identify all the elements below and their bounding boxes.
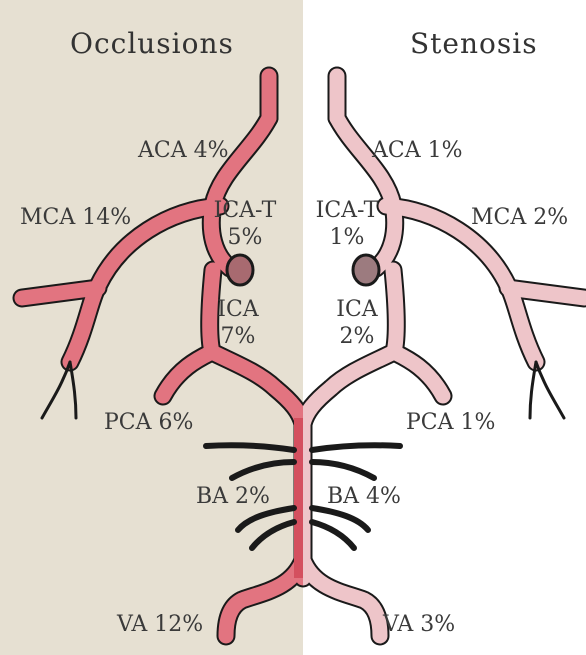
occlusion-ica-value: 7%: [203, 323, 273, 350]
occlusion-ica-name: ICA: [203, 296, 273, 323]
stenosis-ica-t-name: ICA-T: [307, 197, 387, 224]
occlusion-ica-t-name: ICA-T: [205, 197, 285, 224]
stenosis-ica-label: ICA 2%: [322, 296, 392, 350]
occlusion-pca-label: PCA 6%: [104, 409, 193, 436]
stenosis-ica-t-label: ICA-T 1%: [307, 197, 387, 251]
occlusion-mca-label: MCA 14%: [20, 204, 131, 231]
stenosis-ica-value: 2%: [322, 323, 392, 350]
stenosis-mca-label: MCA 2%: [471, 204, 568, 231]
stenosis-va-label: VA 3%: [383, 611, 455, 638]
occlusion-ba-label: BA 2%: [196, 483, 270, 510]
stenosis-ba-label: BA 4%: [327, 483, 401, 510]
occlusion-va-label: VA 12%: [117, 611, 203, 638]
stenosis-aca-label: ACA 1%: [372, 137, 463, 164]
occlusion-ica-t-value: 5%: [205, 224, 285, 251]
ica-lumen-left: [227, 255, 253, 285]
stenosis-header: Stenosis: [410, 30, 538, 57]
ica-lumen-right: [353, 255, 379, 285]
occlusions-header: Occlusions: [70, 30, 234, 57]
occlusion-aca-label: ACA 4%: [138, 137, 229, 164]
stenosis-ica-t-value: 1%: [307, 224, 387, 251]
stenosis-pca-label: PCA 1%: [406, 409, 495, 436]
occlusion-ica-t-label: ICA-T 5%: [205, 197, 285, 251]
basilar-left-band: [294, 418, 303, 578]
stenosis-ica-name: ICA: [322, 296, 392, 323]
occlusion-ica-label: ICA 7%: [203, 296, 273, 350]
